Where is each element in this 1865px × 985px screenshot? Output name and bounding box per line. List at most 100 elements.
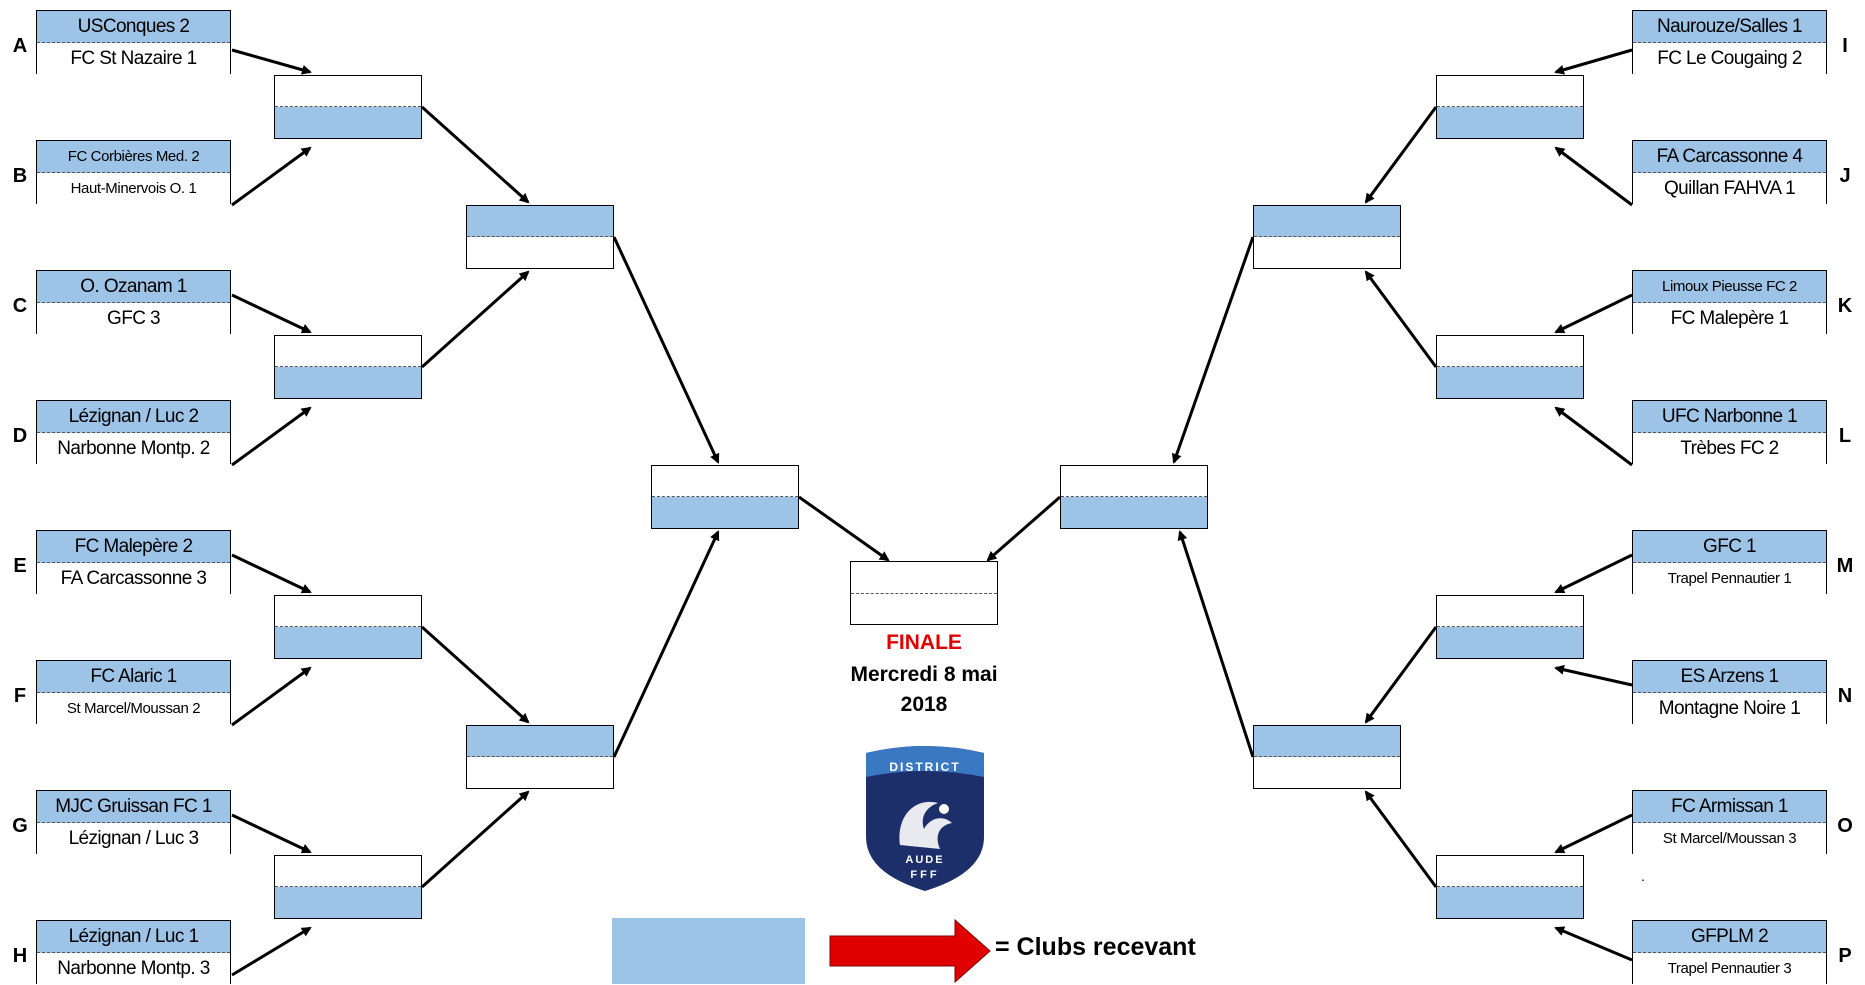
legend-text: = Clubs recevant bbox=[995, 933, 1196, 961]
bracket-arrow-29 bbox=[1177, 530, 1255, 758]
home-team-name: GFPLM 2 bbox=[1633, 921, 1826, 953]
match-slot-r1-left-4 bbox=[274, 855, 422, 919]
group-letter-f: F bbox=[13, 685, 27, 707]
slot-top-half bbox=[1254, 206, 1400, 237]
away-team-name: St Marcel/Moussan 2 bbox=[37, 693, 230, 724]
away-team-name: Trèbes FC 2 bbox=[1633, 433, 1826, 464]
slot-top-half bbox=[1437, 596, 1583, 627]
away-team-name: Narbonne Montp. 2 bbox=[37, 433, 230, 464]
group-letter-n: N bbox=[1837, 685, 1853, 707]
finale-slot-top bbox=[851, 562, 997, 594]
bracket-arrow-2 bbox=[231, 293, 312, 334]
finale-title: FINALE bbox=[886, 631, 962, 654]
rooster-shield-icon: DISTRICT AUDE FFF bbox=[866, 746, 984, 891]
slot-bottom-half bbox=[652, 497, 798, 528]
slot-bottom-half bbox=[1437, 367, 1583, 398]
bracket-arrow-1 bbox=[231, 146, 312, 207]
group-letter-b: B bbox=[12, 165, 28, 187]
home-team-name: FC Armissan 1 bbox=[1633, 791, 1826, 823]
slot-top-half bbox=[275, 856, 421, 887]
logo-word-mid: AUDE bbox=[905, 854, 944, 866]
home-team-name: FC Corbières Med. 2 bbox=[37, 141, 230, 173]
match-slot-r2-left-2 bbox=[466, 725, 614, 789]
match-slot-r1-left-1 bbox=[274, 75, 422, 139]
slot-bottom-half bbox=[1254, 237, 1400, 268]
finale-date: Mercredi 8 mai 2018 bbox=[820, 660, 1028, 720]
match-slot-sf-left bbox=[651, 465, 799, 529]
away-team-name: St Marcel/Moussan 3 bbox=[1633, 823, 1826, 854]
legend-home-swatch bbox=[612, 918, 805, 984]
group-letter-k: K bbox=[1837, 295, 1853, 317]
home-team-name: Lézignan / Luc 2 bbox=[37, 401, 230, 433]
bracket-arrow-4 bbox=[231, 553, 312, 594]
home-team-name: Limoux Pieusse FC 2 bbox=[1633, 271, 1826, 303]
bracket-arrow-3 bbox=[231, 406, 312, 467]
finale-date-line2: 2018 bbox=[900, 693, 948, 716]
slot-bottom-half bbox=[275, 107, 421, 138]
slot-top-half bbox=[652, 466, 798, 497]
bracket-arrow-23 bbox=[1554, 926, 1633, 962]
bracket-arrow-9 bbox=[420, 270, 530, 369]
group-letter-h: H bbox=[12, 945, 28, 967]
bracket-arrow-0 bbox=[231, 48, 312, 75]
finale-box bbox=[850, 561, 998, 625]
away-team-name: Quillan FAHVA 1 bbox=[1633, 173, 1826, 204]
away-team-name: FC Malepère 1 bbox=[1633, 303, 1826, 334]
home-team-name: GFC 1 bbox=[1633, 531, 1826, 563]
bracket-arrow-27 bbox=[1364, 790, 1438, 888]
slot-top-half bbox=[1254, 726, 1400, 757]
slot-top-half bbox=[1437, 856, 1583, 887]
slot-bottom-half bbox=[275, 627, 421, 658]
group-letter-j: J bbox=[1839, 165, 1851, 187]
bracket-arrow-22 bbox=[1554, 813, 1633, 854]
bracket-arrow-15 bbox=[986, 495, 1061, 562]
home-team-name: MJC Gruissan FC 1 bbox=[37, 791, 230, 823]
bracket-arrow-24 bbox=[1364, 106, 1438, 204]
bracket-arrow-6 bbox=[231, 813, 312, 854]
slot-bottom-half bbox=[1437, 107, 1583, 138]
slot-bottom-half bbox=[1254, 757, 1400, 788]
bracket-arrow-10 bbox=[420, 625, 530, 724]
home-team-name: Naurouze/Salles 1 bbox=[1633, 11, 1826, 43]
bracket-arrow-25 bbox=[1364, 270, 1438, 368]
away-team-name: FC Le Cougaing 2 bbox=[1633, 43, 1826, 74]
away-team-name: Trapel Pennautier 1 bbox=[1633, 563, 1826, 594]
match-slot-r1-left-2 bbox=[274, 335, 422, 399]
group-letter-e: E bbox=[13, 555, 27, 577]
away-team-name: Lézignan / Luc 3 bbox=[37, 823, 230, 854]
group-letter-a: A bbox=[12, 35, 28, 57]
match-slot-r1-right-1 bbox=[1436, 75, 1584, 139]
bracket-arrow-28 bbox=[1171, 236, 1255, 464]
bracket-arrow-14 bbox=[798, 495, 890, 562]
slot-top-half bbox=[467, 726, 613, 757]
slot-top-half bbox=[1437, 76, 1583, 107]
finale-date-line1: Mercredi 8 mai bbox=[850, 663, 998, 686]
bracket-arrow-8 bbox=[420, 105, 530, 204]
slot-bottom-half bbox=[1437, 627, 1583, 658]
away-team-name: Haut-Minervois O. 1 bbox=[37, 173, 230, 204]
bracket-arrow-7 bbox=[231, 926, 312, 977]
slot-top-half bbox=[275, 336, 421, 367]
away-team-name: Montagne Noire 1 bbox=[1633, 693, 1826, 724]
group-letter-p: P bbox=[1838, 945, 1852, 967]
home-team-name: O. Ozanam 1 bbox=[37, 271, 230, 303]
group-letter-g: G bbox=[12, 815, 28, 837]
away-team-name: Narbonne Montp. 3 bbox=[37, 953, 230, 984]
away-team-name: FC St Nazaire 1 bbox=[37, 43, 230, 74]
bracket-arrow-26 bbox=[1364, 626, 1438, 724]
slot-top-half bbox=[467, 206, 613, 237]
match-slot-r1-right-4 bbox=[1436, 855, 1584, 919]
